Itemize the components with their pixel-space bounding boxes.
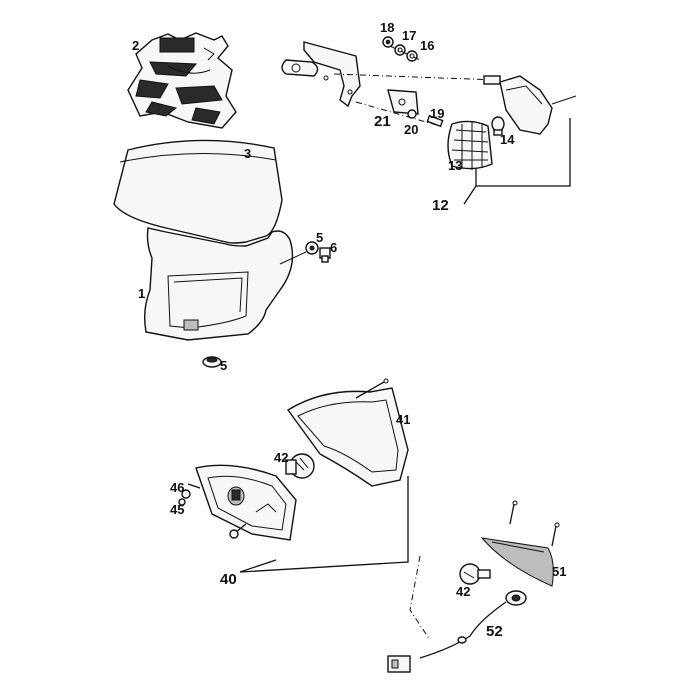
label-part-45: 45 xyxy=(170,502,184,517)
label-part-16: 16 xyxy=(420,38,434,53)
assembly-line-upper xyxy=(333,73,497,81)
part-2-decal-sheet xyxy=(127,32,237,129)
part-3-windscreen xyxy=(113,139,283,244)
part-42-brake-bulb-upper xyxy=(285,453,315,479)
label-part-1: 1 xyxy=(138,286,145,301)
label-part-12: 12 xyxy=(432,197,449,214)
label-part-3: 3 xyxy=(244,146,251,161)
label-part-42-lower: 42 xyxy=(456,584,470,599)
part-42-plate-bulb-lower xyxy=(459,563,491,585)
label-part-2: 2 xyxy=(132,38,139,53)
part-52-socket-cable xyxy=(387,590,527,673)
label-part-14: 14 xyxy=(500,132,515,147)
part-41-taillight-housing xyxy=(286,378,409,487)
label-part-51: 51 xyxy=(552,564,566,579)
label-part-18: 18 xyxy=(380,20,394,35)
callout-labels: 2 3 1 5 6 5 18 17 16 21 19 20 14 13 12 4… xyxy=(132,20,566,640)
part-16-washer xyxy=(406,50,418,62)
part-14-indicator-bulb xyxy=(491,116,505,136)
part-17-washer xyxy=(394,44,406,56)
label-part-17: 17 xyxy=(402,28,416,43)
part-6-bolt xyxy=(319,247,331,263)
label-part-46: 46 xyxy=(170,480,184,495)
part-51-rear-reflector xyxy=(480,500,560,587)
label-part-41: 41 xyxy=(396,412,410,427)
part-46-nut xyxy=(181,489,191,499)
part-5-grommet-upper xyxy=(279,241,319,265)
callout-bracket-40 xyxy=(239,476,409,573)
label-part-13: 13 xyxy=(448,158,462,173)
part-5-grommet-lower xyxy=(202,356,222,368)
callout-bracket-12 xyxy=(463,118,571,205)
part-1-headlight-fairing xyxy=(143,227,294,341)
label-part-5-upper: 5 xyxy=(316,230,323,245)
assembly-line-socket xyxy=(409,555,431,641)
assembly-line-lower xyxy=(355,101,441,127)
label-part-52: 52 xyxy=(486,623,503,640)
part-12-turn-indicator xyxy=(483,75,577,135)
part-20-washer xyxy=(407,109,417,119)
label-part-21: 21 xyxy=(374,113,391,130)
part-18-nut xyxy=(382,36,394,48)
part-45-washer xyxy=(178,498,186,506)
part-21-indicator-bracket xyxy=(281,41,419,115)
assembly-line-hardware xyxy=(389,45,421,61)
label-part-19: 19 xyxy=(430,106,444,121)
part-40-lower-fastener xyxy=(229,529,239,539)
label-part-42-upper: 42 xyxy=(274,450,288,465)
label-part-6: 6 xyxy=(330,240,337,255)
part-40-taillight-body xyxy=(187,464,297,541)
label-part-40: 40 xyxy=(220,571,237,588)
label-part-5-lower: 5 xyxy=(220,358,227,373)
label-part-20: 20 xyxy=(404,122,418,137)
